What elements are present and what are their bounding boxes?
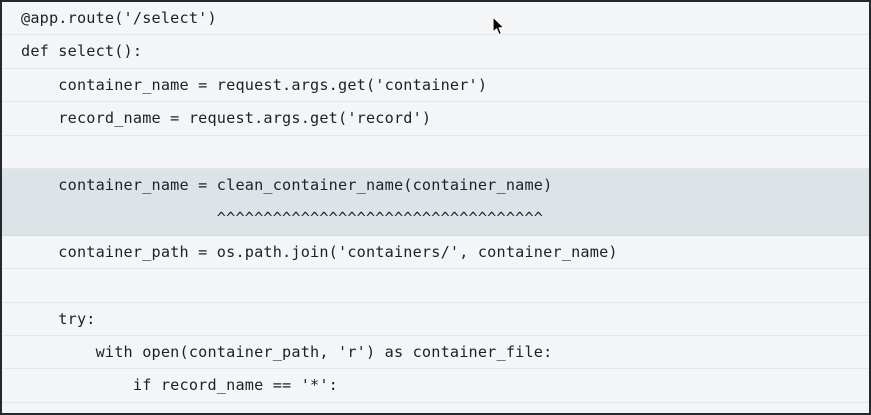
code-line-row[interactable]: if record_name == '*': bbox=[2, 369, 869, 403]
code-line-text: container_name = clean_container_name(co… bbox=[21, 175, 553, 194]
code-line-text: def select(): bbox=[21, 42, 143, 61]
code-line-row[interactable] bbox=[2, 135, 869, 169]
code-line-text: @app.route('/select') bbox=[21, 9, 217, 27]
caret-underline-text: ^^^^^^^^^^^^^^^^^^^^^^^^^^^^^^^^^^^ bbox=[21, 209, 544, 228]
code-line-row[interactable]: @app.route('/select') bbox=[2, 2, 869, 36]
code-annotation-row[interactable]: ^^^^^^^^^^^^^^^^^^^^^^^^^^^^^^^^^^^ bbox=[2, 202, 869, 236]
code-line-row[interactable]: container_name = request.args.get('conta… bbox=[2, 68, 869, 103]
code-line-row[interactable]: def select(): bbox=[2, 35, 869, 69]
code-line-text: record_name = request.args.get('record') bbox=[21, 109, 432, 128]
code-line-row[interactable]: container_path = os.path.join('container… bbox=[2, 235, 869, 270]
code-line-text: if record_name == '*': bbox=[21, 376, 339, 395]
code-line-row[interactable]: try: bbox=[2, 302, 869, 336]
code-line-text: container_name = request.args.get('conta… bbox=[21, 75, 488, 94]
code-line-row[interactable]: with open(container_path, 'r') as contai… bbox=[2, 335, 869, 370]
code-line-row[interactable]: record_name = request.args.get('record') bbox=[2, 102, 869, 136]
code-line-row[interactable] bbox=[2, 269, 869, 303]
code-line-text: container_path = os.path.join('container… bbox=[21, 242, 618, 261]
code-line-row[interactable]: container_name = clean_container_name(co… bbox=[2, 168, 869, 203]
code-line-text: try: bbox=[21, 309, 96, 328]
code-line-text: with open(container_path, 'r') as contai… bbox=[21, 342, 553, 361]
